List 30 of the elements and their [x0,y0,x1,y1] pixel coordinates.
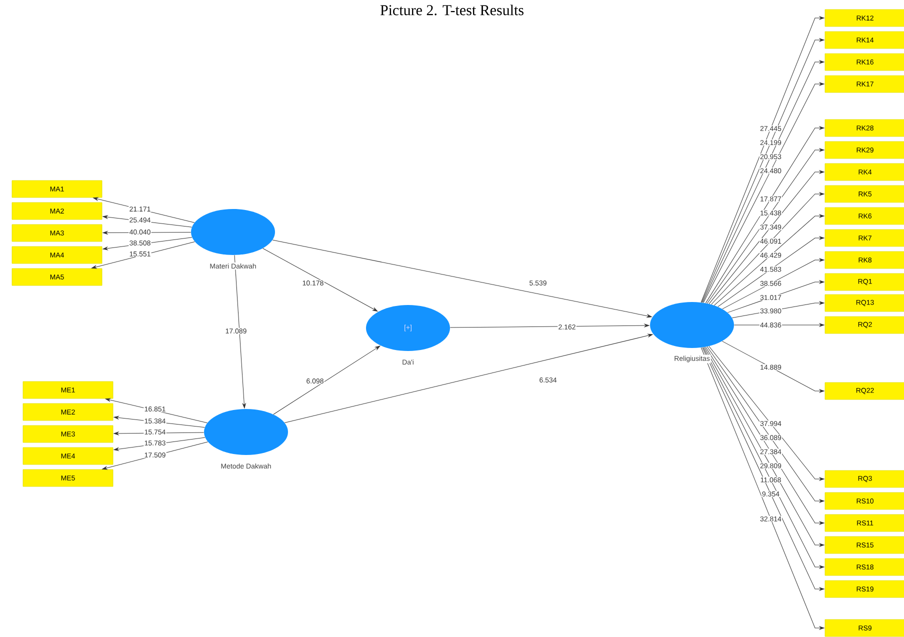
path-arrow [105,398,208,424]
path-arrow [262,248,378,312]
path-arrow [114,432,204,436]
path-arrow [708,170,824,304]
path-arrow [102,231,192,234]
path-arrow [234,254,246,408]
path-arrow [102,237,192,250]
path-arrow [727,280,824,313]
path-arrow [722,258,824,310]
path-arrow [718,236,824,307]
path-arrow [734,323,824,327]
path-arrow [272,240,652,318]
path-arrow [714,214,824,306]
path-arrow [284,334,653,423]
path-arrow [708,346,824,481]
path-arrow [722,340,824,393]
path-arrow [711,192,824,305]
path-arrow [114,437,206,451]
construct-ellipse [204,409,288,455]
path-arrow [732,301,824,318]
path-arrow [273,346,380,415]
construct-ellipse [650,302,734,348]
construct-ellipse [191,209,275,255]
path-arrow [114,416,205,428]
title: Picture 2. T-test Results [380,4,524,16]
path-arrow [450,324,650,328]
path-arrow [102,215,192,228]
path-arrow [102,442,208,470]
path-arrow [92,242,195,269]
path-arrow [93,197,195,223]
